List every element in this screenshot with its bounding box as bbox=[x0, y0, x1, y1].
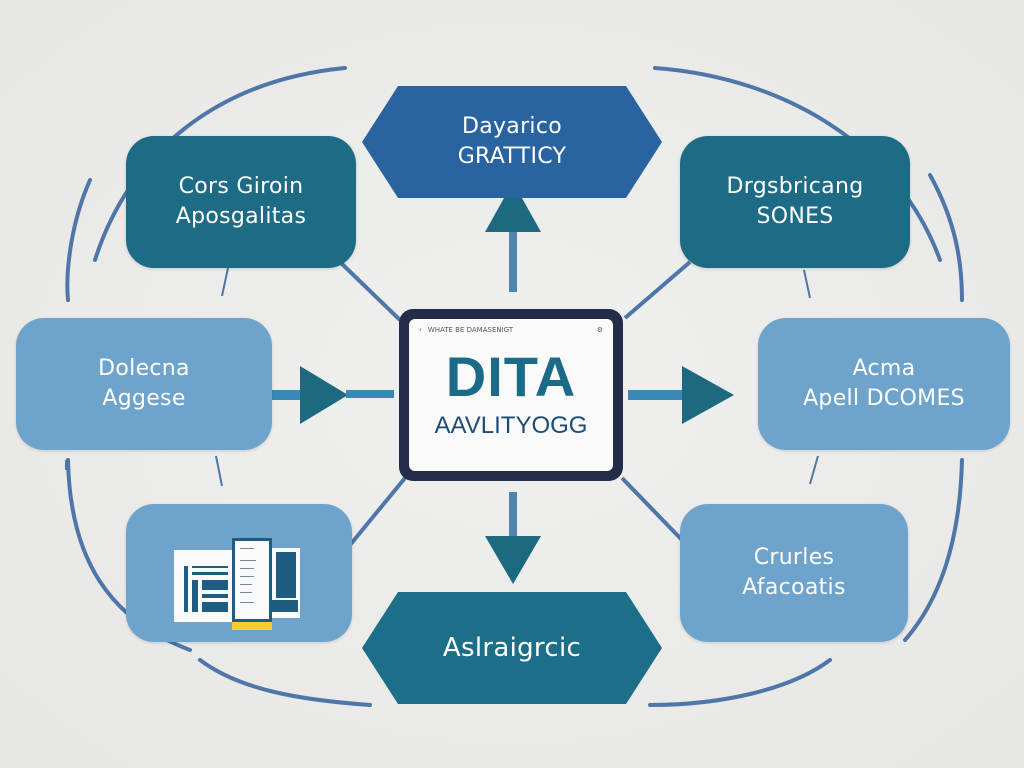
chevron-left-icon[interactable]: ‹ bbox=[419, 326, 422, 334]
center-subtitle: AAVLITYOGG bbox=[434, 412, 588, 439]
node-top-right-line1: Drgsbricang bbox=[726, 174, 864, 199]
node-left-line1: Dolecna bbox=[98, 356, 190, 381]
node-bottom-right[interactable]: Crurles Afacoatis bbox=[680, 504, 908, 642]
node-bottom-right-line2: Afacoatis bbox=[742, 575, 846, 600]
node-right[interactable]: Acma Apell DCOMES bbox=[758, 318, 1010, 450]
node-top-right-line2: SONES bbox=[756, 204, 834, 229]
arrow-up-shaft bbox=[509, 232, 517, 292]
arrow-up-head bbox=[485, 182, 541, 232]
arrow-down-shaft bbox=[509, 492, 517, 536]
node-right-line1: Acma bbox=[852, 356, 916, 381]
ring-arc-right-lower bbox=[903, 458, 964, 642]
tablet-top-bar: ‹ WHATE BE DAMASENIGT ⚙ bbox=[409, 319, 613, 341]
center-title: DITA bbox=[445, 345, 577, 408]
documents-dashboard-icon bbox=[174, 538, 300, 630]
spoke-top-left bbox=[338, 260, 402, 322]
spoke-top-right bbox=[623, 260, 692, 320]
node-top-right[interactable]: Drgsbricang SONES bbox=[680, 136, 910, 268]
node-top-line1: Dayarico bbox=[461, 114, 563, 139]
ring-arc-top-right bbox=[653, 66, 942, 262]
node-bottom-line1: Aslraigrcic bbox=[442, 633, 582, 663]
ring-arc-far-left bbox=[65, 178, 92, 302]
ring-arc-top-left bbox=[93, 66, 347, 262]
spoke-bottom-right bbox=[620, 476, 684, 542]
node-left[interactable]: Dolecna Aggese bbox=[16, 318, 272, 450]
node-top[interactable]: Dayarico GRATTICY bbox=[362, 86, 662, 198]
node-bottom[interactable]: Aslraigrcic bbox=[362, 592, 662, 704]
gear-icon[interactable]: ⚙ bbox=[596, 326, 603, 334]
ring-arc-far-right bbox=[928, 173, 964, 302]
node-top-line2: GRATTICY bbox=[457, 144, 567, 169]
arrow-left-shaft-b bbox=[346, 390, 394, 398]
spoke-bottom-left bbox=[348, 476, 407, 547]
node-top-left-line2: Aposgalitas bbox=[175, 204, 307, 229]
center-tablet[interactable]: ‹ WHATE BE DAMASENIGT ⚙ DITA AAVLITYOGG bbox=[399, 309, 623, 481]
node-bottom-right-line1: Crurles bbox=[753, 545, 835, 570]
tablet-top-bar-text: WHATE BE DAMASENIGT bbox=[427, 326, 514, 334]
arrow-left-head bbox=[300, 366, 348, 424]
arrow-right-shaft bbox=[628, 390, 684, 400]
tablet-screen: ‹ WHATE BE DAMASENIGT ⚙ DITA AAVLITYOGG bbox=[409, 319, 613, 471]
ring-arc-bottom-right bbox=[648, 658, 832, 707]
node-left-line2: Aggese bbox=[102, 386, 186, 411]
arrow-down-head bbox=[485, 536, 541, 584]
arrow-right-head bbox=[682, 366, 734, 424]
arrow-left-shaft-a bbox=[272, 390, 300, 400]
ring-arc-bottom-left bbox=[198, 658, 372, 707]
node-top-left[interactable]: Cors Giroin Aposgalitas bbox=[126, 136, 356, 268]
node-top-left-line1: Cors Giroin bbox=[178, 174, 304, 199]
node-right-line2: Apell DCOMES bbox=[803, 386, 965, 411]
